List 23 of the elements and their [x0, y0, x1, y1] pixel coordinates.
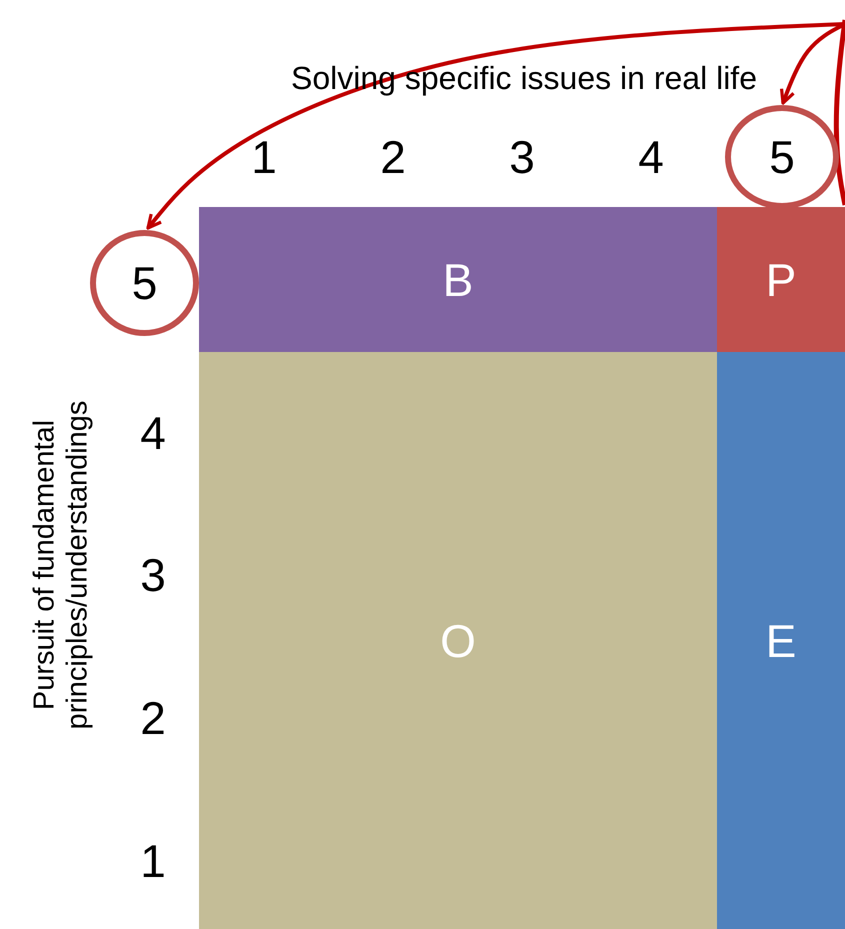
scale-number: 3: [509, 134, 535, 180]
curved-arrow: [146, 22, 845, 230]
quadrant-block: [199, 352, 717, 929]
scale-number: 5: [132, 260, 158, 306]
quadrant-block: [717, 207, 845, 352]
scale-number: 3: [140, 552, 166, 598]
axis-title: Solving specific issues in real life: [291, 62, 757, 94]
scale-number: 2: [380, 134, 406, 180]
scale-number: 1: [251, 134, 277, 180]
scale-number: 5: [769, 134, 795, 180]
highlight-circle: [90, 230, 199, 336]
quadrant-block: [717, 352, 845, 929]
scale-number: 2: [140, 695, 166, 741]
scale-number: 4: [140, 410, 166, 456]
quadrant-letter: P: [766, 256, 796, 302]
quadrant-block: [199, 207, 717, 352]
quadrant-letter: E: [766, 618, 796, 664]
axis-title: Pursuit of fundamental principles/understandings: [28, 400, 95, 732]
quadrant-letter: O: [440, 618, 476, 664]
scale-number: 1: [140, 838, 166, 884]
highlight-circle: [725, 105, 839, 209]
scale-number: 4: [638, 134, 664, 180]
quadrant-letter: B: [442, 256, 474, 302]
